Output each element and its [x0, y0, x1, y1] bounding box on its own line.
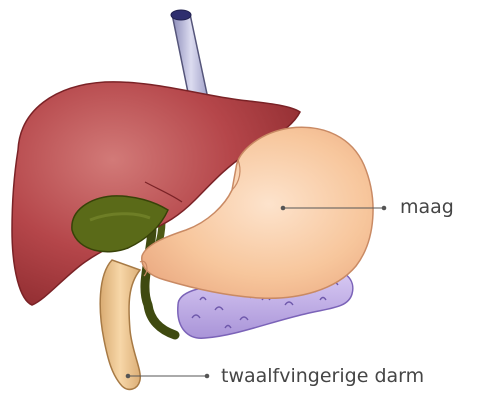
label-duodenum: twaalfvingerige darm: [221, 367, 424, 386]
duodenum: [100, 260, 140, 389]
label-stomach: maag: [400, 198, 454, 217]
